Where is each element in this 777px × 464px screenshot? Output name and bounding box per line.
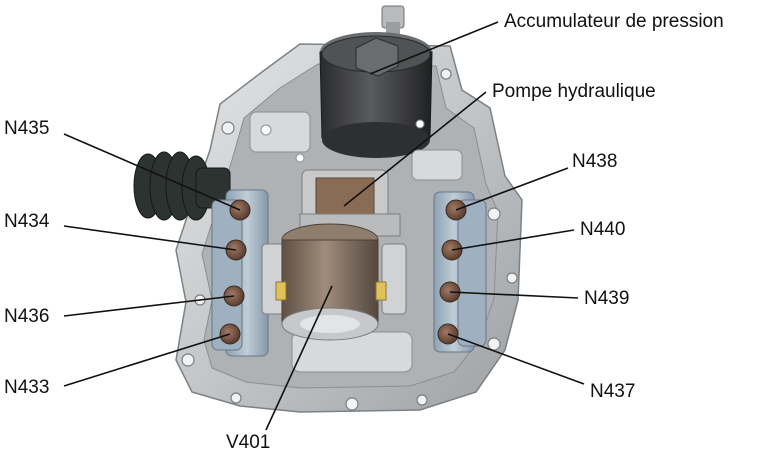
- leader-n438: [455, 167, 569, 211]
- label-n436: N436: [4, 306, 49, 327]
- label-n440: N440: [580, 219, 625, 240]
- leader-n436: [63, 295, 235, 317]
- leader-n439: [449, 291, 579, 299]
- label-n435: N435: [4, 118, 49, 139]
- label-v401: V401: [226, 432, 270, 453]
- valve-block-right: [433, 191, 487, 353]
- pressure-accumulator: [319, 5, 433, 158]
- label-n439: N439: [584, 288, 629, 309]
- label-accumulateur: Accumulateur de pression: [504, 11, 724, 32]
- label-n438: N438: [572, 151, 617, 172]
- callout-labels: Accumulateur de pression Pompe hydrauliq…: [4, 11, 724, 453]
- label-n437: N437: [590, 381, 635, 402]
- label-pompe: Pompe hydraulique: [492, 81, 656, 102]
- leader-n435: [63, 133, 241, 211]
- leader-v401: [265, 285, 333, 431]
- motor-v401: [261, 223, 407, 341]
- label-n434: N434: [4, 211, 50, 232]
- leader-pompe: [343, 91, 487, 207]
- label-n433: N433: [4, 377, 49, 398]
- leader-n440: [451, 229, 575, 251]
- leader-lines: [63, 21, 585, 431]
- valve-block-left: [211, 189, 269, 357]
- rubber-boot: [133, 151, 231, 221]
- leader-n433: [63, 333, 231, 387]
- leader-accumulateur: [369, 21, 499, 75]
- leader-n434: [63, 225, 237, 251]
- housing-details: [249, 111, 463, 373]
- leader-n437: [447, 333, 585, 385]
